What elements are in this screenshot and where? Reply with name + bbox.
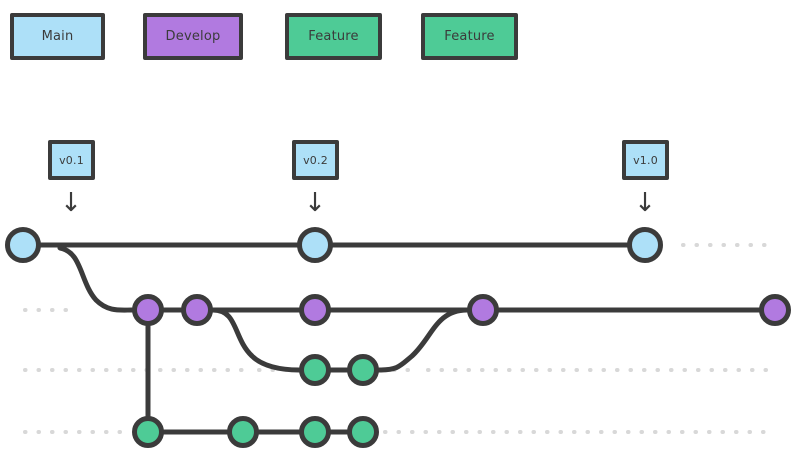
version-tag-label: v1.0 <box>633 153 658 167</box>
legend-item-main-0[interactable]: Main <box>10 13 105 60</box>
version-tag-v1.0[interactable]: v1.0 <box>622 140 669 180</box>
commit-node-feat1-2[interactable] <box>347 354 379 386</box>
tag-arrow-down-icon: ↓ <box>634 188 656 218</box>
commit-node-feat2-4[interactable] <box>347 416 379 448</box>
commit-node-dev-3[interactable] <box>299 294 331 326</box>
commit-node-feat2-1[interactable] <box>132 416 164 448</box>
legend-item-label: Feature <box>308 29 359 44</box>
branch-line <box>57 245 135 313</box>
legend-item-label: Main <box>41 29 74 44</box>
commit-node-feat1-1[interactable] <box>299 354 331 386</box>
branch-line <box>210 307 302 373</box>
legend-item-feature-2[interactable]: Feature <box>285 13 382 60</box>
branch-line <box>376 307 470 373</box>
version-tag-v0.1[interactable]: v0.1 <box>48 140 95 180</box>
version-tag-v0.2[interactable]: v0.2 <box>292 140 339 180</box>
commit-node-dev-2[interactable] <box>181 294 213 326</box>
tag-arrow-down-icon: ↓ <box>60 188 82 218</box>
version-tag-label: v0.1 <box>59 153 84 167</box>
commit-node-dev-1[interactable] <box>132 294 164 326</box>
commit-node-main-3[interactable] <box>627 227 663 263</box>
version-tag-label: v0.2 <box>303 153 328 167</box>
commit-node-dev-4[interactable] <box>467 294 499 326</box>
commit-node-main-1[interactable] <box>5 227 41 263</box>
commit-node-dev-5[interactable] <box>759 294 791 326</box>
tag-arrow-down-icon: ↓ <box>304 188 326 218</box>
guide-lines-layer <box>23 243 774 434</box>
commit-node-feat2-2[interactable] <box>227 416 259 448</box>
legend-item-label: Feature <box>444 29 495 44</box>
legend-item-feature-3[interactable]: Feature <box>421 13 518 60</box>
commit-nodes-layer <box>5 227 791 448</box>
commit-node-feat2-3[interactable] <box>299 416 331 448</box>
legend-item-label: Develop <box>165 29 221 44</box>
legend-item-develop-1[interactable]: Develop <box>143 13 243 60</box>
commit-node-main-2[interactable] <box>297 227 333 263</box>
branch-lines-layer <box>38 242 762 435</box>
